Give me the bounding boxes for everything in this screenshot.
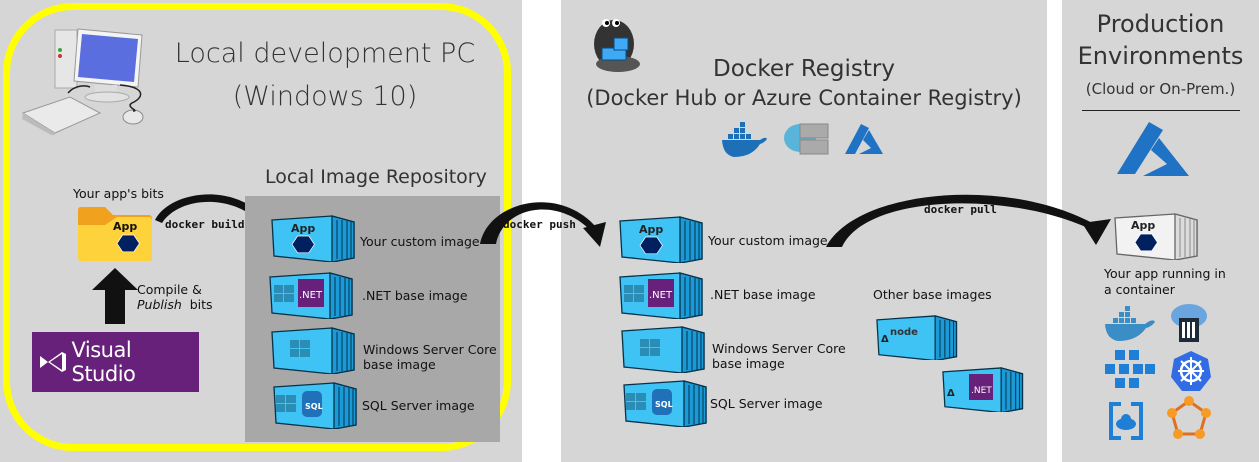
- registry-dotnet-badge: .NET: [649, 290, 673, 301]
- azure-icon: [845, 124, 883, 154]
- compile-publish-word: Publish: [137, 297, 182, 312]
- prod-app-badge: App: [1131, 219, 1156, 232]
- docker-whale-icon: [722, 122, 767, 157]
- svg-text:Δ: Δ: [881, 334, 889, 345]
- local-dotnet-image-label: .NET base image: [362, 288, 468, 303]
- registry-sql-image-label: SQL Server image: [710, 396, 823, 411]
- container-instance-icon: [1171, 304, 1207, 342]
- local-windows-core-container: [271, 327, 355, 374]
- azure-icon: [1117, 122, 1189, 176]
- local-dev-highlight-frame: [3, 3, 511, 451]
- compile-label-line1: Compile &: [137, 282, 202, 297]
- registry-custom-image-badge: App: [639, 223, 664, 236]
- prod-app-container: [1114, 213, 1198, 260]
- local-dotnet-image-container: [269, 272, 353, 319]
- local-sql-image-label: SQL Server image: [362, 398, 475, 413]
- visual-studio-icon: [40, 352, 66, 372]
- compile-bits-word: bits: [189, 297, 213, 312]
- docker-whale-icon: [1105, 306, 1155, 341]
- node-badge: node: [890, 327, 918, 338]
- docker-pull-arrow: [826, 194, 1111, 247]
- local-title-line2: (Windows 10): [232, 81, 418, 112]
- other-base-images-label: Other base images: [873, 287, 992, 302]
- docker-pull-label: docker pull: [924, 203, 997, 216]
- svg-text:Δ: Δ: [947, 388, 955, 399]
- visual-studio-label: Visual Studio: [71, 338, 136, 386]
- registry-sql-image-container: [623, 380, 707, 427]
- registry-dotnet-image-container: [619, 272, 703, 319]
- up-arrow-icon: [92, 268, 138, 324]
- node-base-image-container: Δ: [876, 315, 958, 360]
- service-fabric-icon: [1105, 350, 1155, 388]
- registry-custom-image-label: Your custom image: [708, 233, 828, 248]
- linux-dotnet-base-image-container: Δ: [942, 367, 1024, 412]
- docker-registry-mascot-icon: [594, 19, 640, 72]
- docker-push-arrow: [480, 202, 606, 247]
- prod-title-line2: Environments: [1077, 42, 1244, 70]
- local-windows-core-label-line1: Windows Server Core: [363, 342, 497, 357]
- registry-windows-core-container: [621, 326, 705, 373]
- registry-title: Docker Registry: [712, 56, 895, 82]
- docker-push-label: docker push: [503, 218, 576, 231]
- prod-running-label-line1: Your app running in: [1104, 266, 1226, 281]
- local-windows-core-label-line2: base image: [363, 357, 436, 372]
- visual-studio-logo: Visual Studio: [32, 332, 199, 392]
- docker-build-label: docker build: [165, 218, 245, 231]
- cloud-registry-icon: [784, 123, 829, 155]
- local-title-line1: Local development PC: [174, 38, 476, 69]
- local-repo-title: Local Image Repository: [265, 166, 487, 188]
- prod-divider: [1082, 110, 1240, 111]
- desktop-computer-icon: [21, 28, 144, 135]
- app-bits-label: Your app's bits: [73, 186, 164, 201]
- registry-dotnet-image-label: .NET base image: [710, 287, 816, 302]
- registry-sql-badge: SQL: [655, 400, 673, 409]
- app-folder-icon: App: [77, 205, 153, 262]
- local-sql-image-container: [273, 382, 357, 429]
- prod-title-line1: Production: [1096, 10, 1225, 38]
- local-sql-badge: SQL: [305, 402, 323, 411]
- local-dotnet-badge: .NET: [299, 290, 323, 301]
- local-custom-image-label: Your custom image: [360, 234, 480, 249]
- cluster-icon: [1167, 396, 1211, 439]
- registry-windows-core-label-line1: Windows Server Core: [712, 341, 846, 356]
- local-custom-image-badge: App: [291, 222, 316, 235]
- registry-subtitle: (Docker Hub or Azure Container Registry): [586, 86, 1022, 110]
- kubernetes-icon: [1171, 351, 1211, 391]
- linux-dotnet-badge: .NET: [971, 386, 992, 396]
- app-service-icon: [1109, 402, 1143, 440]
- prod-running-label-line2: a container: [1104, 282, 1175, 297]
- prod-subtitle: (Cloud or On-Prem.): [1085, 80, 1236, 98]
- registry-windows-core-label-line2: base image: [712, 356, 785, 371]
- app-folder-badge: App: [113, 220, 138, 233]
